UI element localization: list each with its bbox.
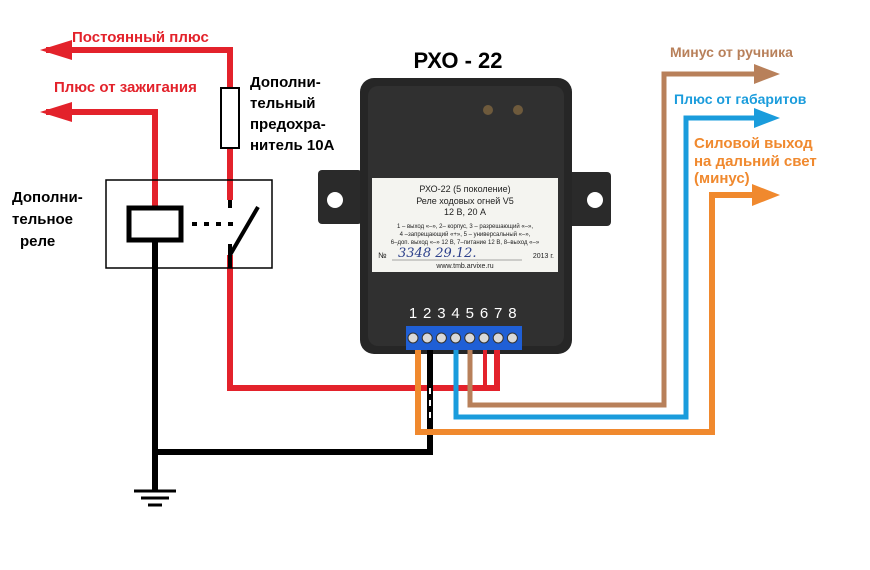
terminal-number-3: 3 [437, 305, 445, 322]
terminal-number-7: 7 [494, 305, 502, 322]
serial-handwritten: 3348 29.12. [398, 246, 477, 261]
ignition-plus-arrow-icon [40, 102, 72, 122]
label-parking-lights-plus: Плюс от габаритов [674, 91, 807, 107]
sticker-website: www.tmb.arvixe.ru [435, 263, 493, 270]
pin-legend-3: 6–доп. выход «–» 12 В, 7–питание 12 В, 8… [391, 240, 540, 246]
wire-high-beam-output [415, 192, 770, 435]
pin-legend-2: 4 –запрещающий «+», 5 – универсальный «–… [400, 231, 531, 238]
label-high-beam-line-2: на дальний свет [694, 153, 817, 170]
serial-prefix: № [378, 251, 387, 260]
wire-constant-plus [46, 47, 233, 88]
terminal-screw-1 [407, 332, 419, 344]
terminal-screw-7 [492, 332, 504, 344]
label-high-beam-line-1: Силовой выход [694, 135, 813, 152]
pin-legend-1: 1 – выход «–», 2– корпус, 3 – разрешающи… [397, 223, 533, 230]
terminal-screw-6 [478, 332, 490, 344]
relay-label-line-1: Дополни- [12, 189, 83, 206]
relay-coil-icon [126, 205, 184, 243]
label-high-beam-line-3: (минус) [694, 170, 750, 187]
relay-label-line-3: реле [20, 233, 55, 250]
led-2-icon [513, 105, 523, 115]
terminal-screw-8 [506, 332, 518, 344]
diagram-title: РХО - 22 [413, 48, 502, 73]
fuse-label-line-3: предохра- [250, 116, 326, 133]
constant-plus-arrow-icon [40, 40, 72, 60]
wire-parking-lights [453, 115, 770, 420]
sticker-line-2: Реле ходовых огней V5 [416, 196, 514, 206]
terminal-number-4: 4 [451, 305, 459, 322]
wire-ground-bus [155, 350, 433, 455]
high-beam-arrow-icon [752, 184, 780, 206]
terminal-screw-5 [464, 332, 476, 344]
relay-box [105, 179, 273, 269]
fuse-icon [220, 87, 240, 149]
terminal-number-6: 6 [480, 305, 488, 322]
label-handbrake-minus: Минус от ручника [670, 44, 793, 60]
right-mount-hole [587, 192, 603, 208]
rho22-device: РХО-22 (5 поколение) Реле ходовых огней … [318, 78, 611, 354]
relay-label-line-2: тельное [12, 211, 73, 228]
terminal-number-5: 5 [466, 305, 474, 322]
fuse-label-line-2: тельный [250, 95, 316, 112]
terminal-screws [407, 332, 518, 344]
handbrake-arrow-icon [754, 64, 780, 84]
device-sticker [372, 178, 558, 272]
led-1-icon [483, 105, 493, 115]
terminal-screw-4 [450, 332, 462, 344]
label-ignition-plus: Плюс от зажигания [54, 79, 197, 96]
terminal-screw-2 [421, 332, 433, 344]
ground-icon [134, 489, 176, 507]
sticker-line-3: 12 В, 20 А [444, 207, 486, 217]
fuse-label-line-1: Дополни- [250, 74, 321, 91]
wire-ignition-plus [46, 109, 158, 180]
wire-handbrake [467, 71, 770, 408]
relay-switch-icon [228, 205, 260, 257]
left-mount-hole [327, 192, 343, 208]
terminal-number-8: 8 [508, 305, 516, 322]
sticker-year: 2013 г. [533, 253, 554, 260]
terminal-number-2: 2 [423, 305, 431, 322]
wire-relay-to-pin7 [227, 255, 500, 391]
fuse-label-line-4: нитель 10А [250, 137, 335, 154]
sticker-line-1: РХО-22 (5 поколение) [419, 184, 510, 194]
parking-lights-arrow-icon [754, 108, 780, 128]
terminal-screw-3 [435, 332, 447, 344]
terminal-number-1: 1 [409, 305, 417, 322]
label-constant-plus: Постоянный плюс [72, 29, 209, 46]
